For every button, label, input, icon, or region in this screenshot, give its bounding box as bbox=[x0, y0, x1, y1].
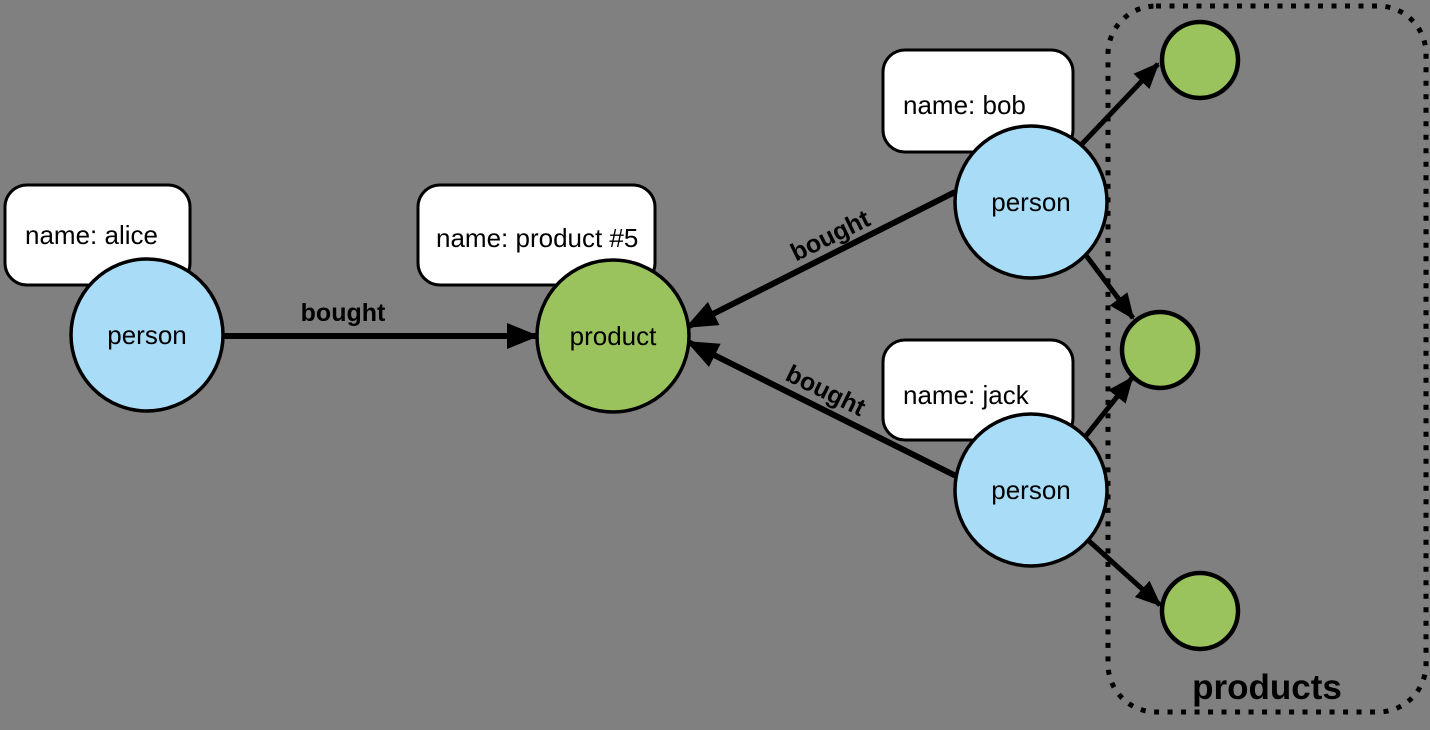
node-jack-person bbox=[953, 412, 1109, 568]
edge-label-alice-bought: bought bbox=[301, 299, 386, 327]
node-bob-person bbox=[953, 124, 1109, 280]
product-node-bottom bbox=[1159, 570, 1241, 652]
edge-jack-bought-product bbox=[686, 339, 960, 480]
property-text-product: name: product #5 bbox=[436, 223, 638, 253]
property-box-product bbox=[416, 183, 657, 287]
node-label-alice: person bbox=[107, 320, 187, 350]
node-product5 bbox=[535, 258, 691, 414]
product-node-top bbox=[1159, 19, 1241, 101]
node-label-bob: person bbox=[991, 187, 1071, 217]
edge-jack-product-middle bbox=[1083, 376, 1134, 439]
edge-bob-product-top bbox=[1079, 62, 1160, 147]
property-text-jack: name: jack bbox=[903, 380, 1030, 410]
edge-bob-product-middle bbox=[1083, 252, 1135, 320]
products-group-outline bbox=[1105, 3, 1429, 715]
node-alice-person bbox=[69, 257, 225, 413]
edge-jack-product-bottom bbox=[1087, 539, 1162, 607]
property-text-alice: name: alice bbox=[25, 220, 158, 250]
product-node-middle bbox=[1119, 309, 1201, 391]
node-label-jack: person bbox=[991, 475, 1071, 505]
node-label-product: product bbox=[570, 321, 657, 351]
property-text-bob: name: bob bbox=[903, 90, 1026, 120]
products-group-label: products bbox=[1192, 668, 1342, 707]
edge-bob-bought-product bbox=[685, 189, 957, 330]
